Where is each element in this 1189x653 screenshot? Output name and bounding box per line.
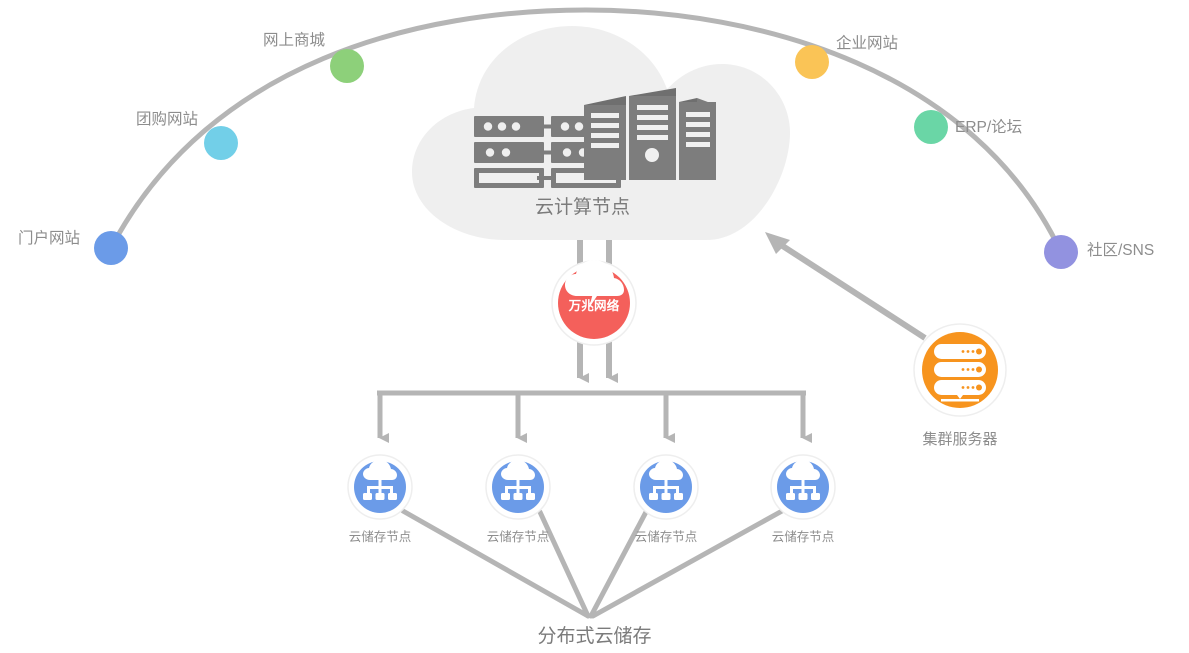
arc-node-portal-site[interactable] [94, 231, 128, 265]
storage-node-label-2: 云储存节点 [486, 530, 550, 544]
cloud-network-icon [786, 460, 820, 500]
cloud-node-label: 云计算节点 [535, 197, 631, 218]
network-badge-label: 万兆网络 [568, 299, 620, 313]
storage-node-label-3: 云储存节点 [634, 530, 698, 544]
cluster-server-label: 集群服务器 [922, 431, 998, 448]
server-stack-icon [934, 344, 986, 402]
storage-node-2[interactable] [485, 454, 551, 520]
cloud-network-icon [363, 460, 397, 500]
storage-node-label-4: 云储存节点 [771, 530, 835, 544]
distribution-bus [377, 390, 812, 443]
cloud-network-icon [649, 460, 683, 500]
storage-node-label-1: 云储存节点 [348, 530, 412, 544]
arc-label-enterprise-site: 企业网站 [836, 35, 899, 52]
arc-label-group-buy-site: 团购网站 [136, 111, 199, 128]
convergence-lines [400, 508, 785, 619]
arc-label-portal-site: 门户网站 [18, 230, 81, 247]
arc-label-online-mall: 网上商城 [263, 32, 326, 49]
storage-node-3[interactable] [633, 454, 699, 520]
cloud-lightning-icon [565, 260, 624, 308]
distributed-storage-label: 分布式云储存 [537, 626, 652, 647]
arc-node-group-buy-site[interactable] [204, 126, 238, 160]
cloud-network-icon [501, 460, 535, 500]
arc-node-enterprise-site[interactable] [795, 45, 829, 79]
arc-node-erp-forum[interactable] [914, 110, 948, 144]
arc-label-erp-forum: ERP/论坛 [955, 119, 1023, 136]
server-tower-icon [584, 88, 716, 180]
arc-node-online-mall[interactable] [330, 49, 364, 83]
top-arc-path [108, 7, 1064, 255]
storage-node-4[interactable] [770, 454, 836, 520]
network-badge[interactable] [551, 260, 637, 346]
arc-node-community-sns[interactable] [1044, 235, 1078, 269]
cluster-to-cloud-arrow [765, 232, 927, 341]
storage-node-1[interactable] [347, 454, 413, 520]
arc-label-community-sns: 社区/SNS [1087, 242, 1155, 259]
cluster-server-node[interactable] [913, 323, 1007, 417]
